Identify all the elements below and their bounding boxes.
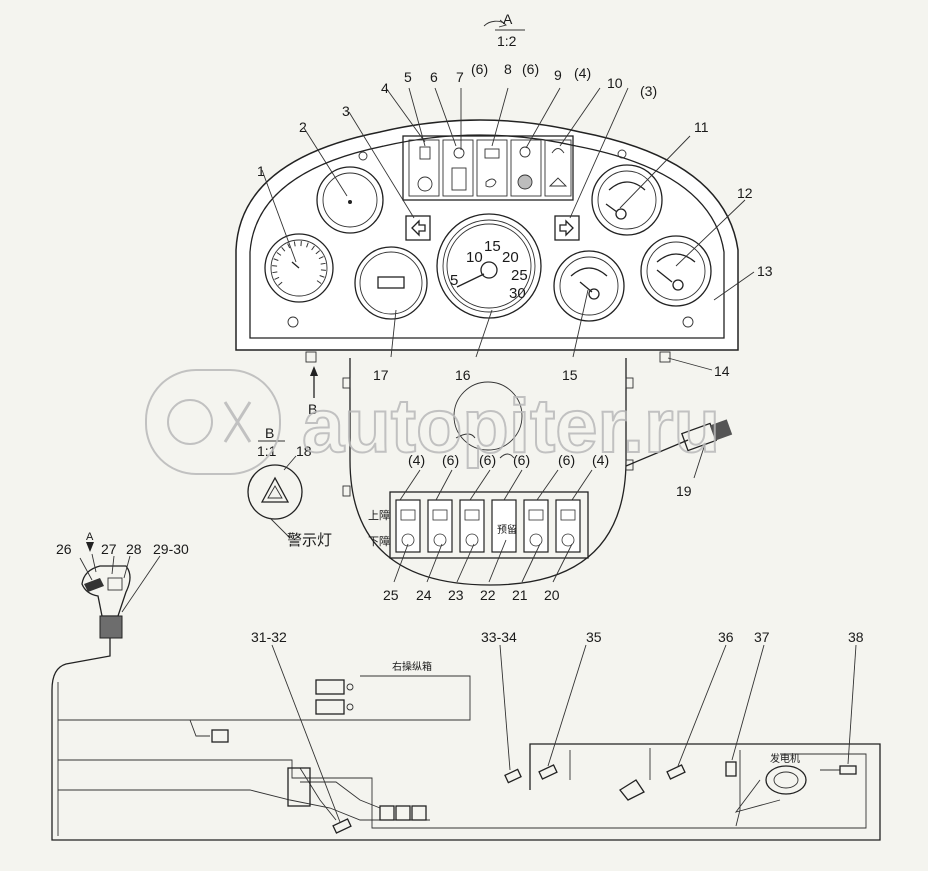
callout-12: 12 <box>737 185 753 201</box>
callout-5: 5 <box>404 69 412 85</box>
connector-36 <box>667 765 685 779</box>
right-console-label: 右操纵箱 <box>392 660 432 673</box>
callout-paren-6a: (6) <box>471 61 488 77</box>
callout-2: 2 <box>299 119 307 135</box>
instrument-cluster: 5 10 15 20 25 30 <box>236 120 738 350</box>
callout-14: 14 <box>714 363 730 379</box>
callout-13: 13 <box>757 263 773 279</box>
relay-3 <box>412 806 426 820</box>
callout-9: 9 <box>554 67 562 83</box>
callout-28: 28 <box>126 541 142 557</box>
switch-callout-23: 23 <box>448 587 464 603</box>
tach-scale-25: 25 <box>511 267 528 284</box>
connector-pin-2 <box>347 704 353 710</box>
tach-scale-30: 30 <box>509 285 526 302</box>
callout-16: 16 <box>455 367 471 383</box>
bolt-14 <box>660 352 670 362</box>
switch-callout-22: 22 <box>480 587 496 603</box>
callout-37: 37 <box>754 629 770 645</box>
tach-scale-10: 10 <box>466 249 483 266</box>
callout-31-32: 31-32 <box>251 629 287 645</box>
callout-8: 8 <box>504 61 512 77</box>
switch-callout-25: 25 <box>383 587 399 603</box>
view-title: A <box>503 11 513 27</box>
callout-6: 6 <box>430 69 438 85</box>
switch-callout-21: 21 <box>512 587 528 603</box>
callout-A: A <box>86 531 94 543</box>
rocker-switch[interactable] <box>428 500 452 552</box>
connector-35 <box>539 765 557 779</box>
switch-row-top-label: 上障 <box>368 508 390 522</box>
callout-26: 26 <box>56 541 72 557</box>
console-bolt-2 <box>343 486 350 496</box>
generator-label: 发电机 <box>770 752 800 765</box>
reserved-switch-label: 预留 <box>497 523 517 536</box>
rocker-switch[interactable] <box>524 500 548 552</box>
callout-38: 38 <box>848 629 864 645</box>
callout-15: 15 <box>562 367 578 383</box>
watermark-text: autopiter.ru <box>302 384 720 469</box>
callout-19: 19 <box>676 483 692 499</box>
lever-boot <box>100 616 122 638</box>
rocker-switch[interactable] <box>556 500 580 552</box>
connector-right-console-2 <box>316 700 344 714</box>
switch-callout-24: 24 <box>416 587 432 603</box>
callout-3: 3 <box>342 103 350 119</box>
watermark-logo-a <box>168 400 212 444</box>
view-scale: 1:2 <box>497 33 517 49</box>
switch-callout-20: 20 <box>544 587 560 603</box>
tach-scale-15: 15 <box>484 238 501 255</box>
leader-18 <box>284 456 296 470</box>
connector-33-34 <box>505 769 521 782</box>
generator <box>766 766 806 794</box>
warning-lamp-label: 警示灯 <box>287 531 332 549</box>
callout-17: 17 <box>373 367 389 383</box>
wiring-harness: 26 A 27 28 29-30 <box>52 531 880 840</box>
sensor-device <box>620 780 644 800</box>
lamp-icon-9-lower <box>518 175 532 189</box>
callout-7: 7 <box>456 69 464 85</box>
callout-36: 36 <box>718 629 734 645</box>
callout-35: 35 <box>586 629 602 645</box>
connector-38 <box>840 766 856 774</box>
callout-10: 10 <box>607 75 623 91</box>
cluster-outer-outline <box>236 120 738 350</box>
lever-handle <box>84 578 104 592</box>
warning-lamp-18 <box>248 465 302 519</box>
bolt-left <box>306 352 316 362</box>
lever-switch <box>108 578 122 590</box>
callout-1: 1 <box>257 163 265 179</box>
generator-inner <box>774 772 798 788</box>
relay-2 <box>396 806 410 820</box>
connector-small <box>212 730 228 742</box>
rocker-switch[interactable] <box>460 500 484 552</box>
view-a-arrowhead <box>86 542 94 552</box>
connector-pin-1 <box>347 684 353 690</box>
tach-scale-5: 5 <box>450 272 458 289</box>
callout-33-34: 33-34 <box>481 629 517 645</box>
callout-paren-4: (4) <box>574 65 591 81</box>
callout-29-30: 29-30 <box>153 541 189 557</box>
switch-row-bottom-label: 下障 <box>368 534 390 548</box>
callout-4: 4 <box>381 80 389 96</box>
watermark-logo-x <box>225 402 250 442</box>
connector-31-32 <box>333 819 351 833</box>
callout-11: 11 <box>694 119 709 135</box>
callout-paren-3: (3) <box>640 83 657 99</box>
connector-right-console-1 <box>316 680 344 694</box>
callout-27: 27 <box>101 541 117 557</box>
connector-37 <box>726 762 736 776</box>
callout-paren-6b: (6) <box>522 61 539 77</box>
b-view-arrowhead <box>310 366 318 376</box>
b-view-label: B <box>265 425 274 441</box>
watermark: autopiter.ru <box>146 370 720 474</box>
relay-1 <box>380 806 394 820</box>
rocker-switches <box>396 500 580 552</box>
tach-scale-20: 20 <box>502 249 519 266</box>
